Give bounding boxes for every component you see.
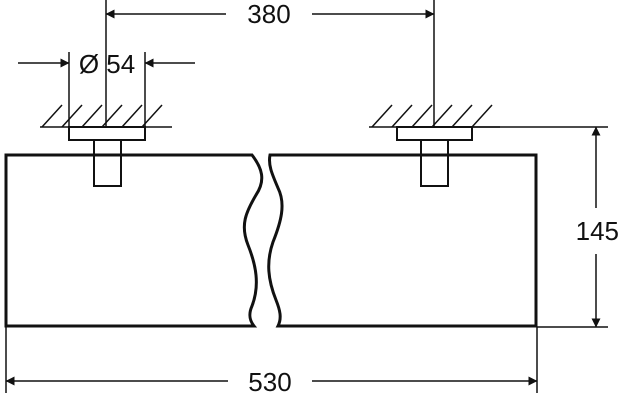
mount-bracket-right: [396, 126, 473, 187]
dimension-label-diameter-54: Ø 54: [79, 49, 135, 79]
wall-hatching-right: [369, 104, 500, 128]
dimension-overall-width: 530: [5, 367, 538, 397]
mount-bracket-left: [68, 126, 146, 187]
shelf-right-part: [267, 153, 538, 328]
shelf-left-part: [4, 153, 264, 328]
dimension-label-145: 145: [576, 216, 619, 246]
dimension-overall-height: 145: [576, 126, 619, 328]
dimension-mount-spacing: 380: [105, 0, 435, 29]
dimension-label-380: 380: [247, 0, 290, 29]
dimension-label-530: 530: [248, 367, 291, 397]
dimension-mount-diameter: Ø 54: [18, 49, 195, 79]
